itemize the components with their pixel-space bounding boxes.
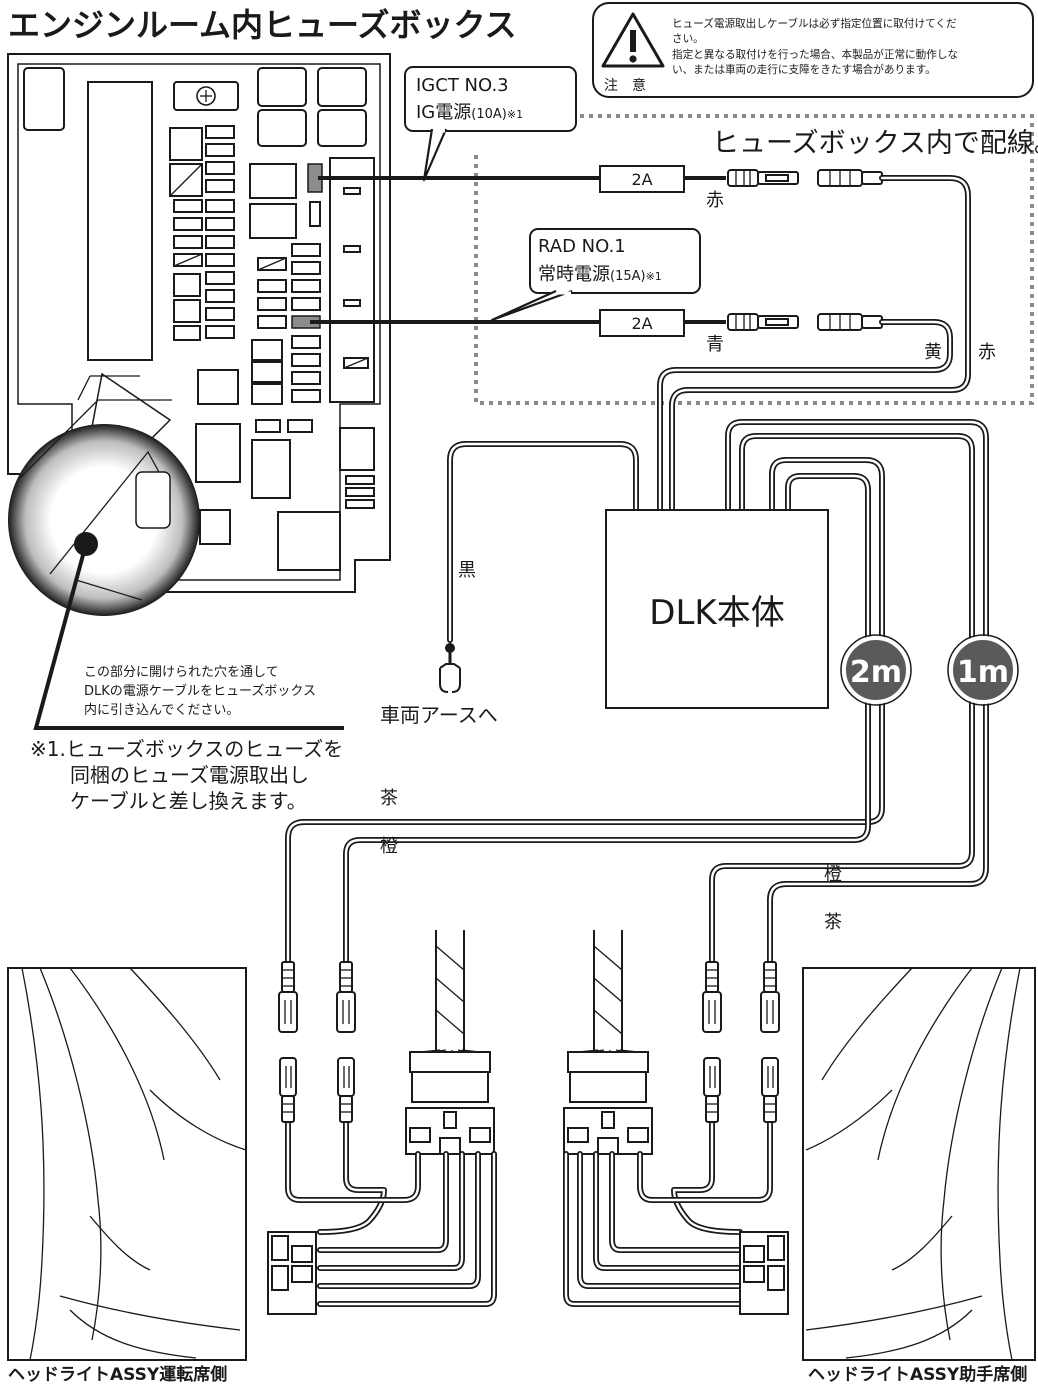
- bullet-connector-ig-male-icon: [727, 169, 799, 187]
- footnote: ※1.ヒューズボックスのヒューズを 同梱のヒューズ電源取出し ケーブルと差し換え…: [30, 737, 343, 813]
- terminal-vehicle-1-icon: [279, 1057, 297, 1123]
- fuse-slots-middle: [257, 243, 321, 403]
- bullet-connector-constant-male-icon: [727, 313, 799, 331]
- caution-box: 注 意 ヒューズ電源取出しケーブルは必ず指定位置に取付けてくだ さい。 指定と異…: [592, 2, 1034, 98]
- headlight-passenger-label: ヘッドライトASSY助手席側: [808, 1364, 1027, 1385]
- hole-note-line-1: この部分に開けられた穴を通して: [84, 665, 279, 680]
- hole-note: この部分に開けられた穴を通して DLKの電源ケーブルをヒューズボックス 内に引き…: [84, 665, 316, 718]
- terminal-vehicle-2-icon: [337, 1057, 355, 1123]
- fuse-callout-rad: RAD NO.1 常時電源(15A)※1: [490, 228, 701, 322]
- warning-triangle-icon: [601, 12, 665, 68]
- inline-fuse-ig: [599, 165, 685, 193]
- terminal-vehicle-3-icon: [703, 1057, 721, 1123]
- igct-note-mark: ※1: [507, 108, 523, 121]
- dlk-unit: DLK本体: [605, 509, 829, 709]
- fuse-slots-left: [173, 125, 235, 341]
- hole-note-line-3: 内に引き込んでください。: [84, 702, 239, 718]
- rad-fuse-name: RAD NO.1: [538, 236, 626, 257]
- in-box-wiring-label: ヒューズボックス内で配線。: [712, 128, 1038, 159]
- inline-fuse-constant-rating: 2A: [631, 314, 652, 333]
- ground-terminal-icon: [439, 643, 461, 693]
- terminal-orange-right-icon: [702, 961, 722, 1033]
- vehicle-harness-right: [563, 930, 653, 1155]
- rad-fuse-type: 常時電源: [538, 264, 610, 285]
- bullet-connector-ig-female-icon: [817, 169, 883, 187]
- hole-magnifier: [8, 399, 344, 730]
- terminal-brown-right-icon: [760, 961, 780, 1033]
- vehicle-harness-left: [405, 930, 495, 1155]
- igct-fuse-detail: IG電源(10A)※1: [416, 102, 523, 123]
- harness-wires-left: [285, 1117, 497, 1307]
- headlight-connector-left: [267, 1231, 317, 1315]
- fuse-box-wiring-region: [474, 114, 1034, 405]
- terminal-brown-left-icon: [278, 961, 298, 1033]
- caution-label: 注 意: [604, 77, 646, 94]
- wire-label-brown-left: 茶: [380, 788, 398, 809]
- wire-label-yellow: 黄: [924, 342, 942, 363]
- footnote-line-1: ※1.ヒューズボックスのヒューズを: [30, 737, 343, 761]
- wire-label-red-top: 赤: [706, 190, 724, 211]
- caution-line-3: 指定と異なる取付けを行った場合、本製品が正常に動作しな: [672, 48, 958, 61]
- dlk-unit-label: DLK本体: [649, 593, 784, 633]
- footnote-line-2: 同梱のヒューズ電源取出し: [70, 763, 309, 787]
- terminals-dlk-side: [278, 961, 780, 1033]
- ground-wire: 黒 車両アースへ: [380, 441, 639, 727]
- headlight-driver-label: ヘッドライトASSY運転席側: [8, 1364, 227, 1385]
- dlk-power-cables: 黄 赤: [657, 175, 996, 515]
- headlight-driver-side: [7, 967, 247, 1361]
- cable-length-2m: 2m: [850, 655, 902, 690]
- cable-length-1m: 1m: [957, 655, 1009, 690]
- caution-line-2: さい。: [672, 33, 704, 45]
- fuse-callout-igct: IGCT NO.3 IG電源(10A)※1: [404, 66, 577, 182]
- headlight-passenger-side: [802, 967, 1036, 1361]
- harness-wires-right: [563, 1117, 773, 1307]
- rad-fuse-detail: 常時電源(15A)※1: [538, 264, 662, 285]
- cable-length-badge-1m: 1m: [947, 634, 1019, 706]
- wire-label-orange-left: 橙: [380, 836, 398, 857]
- page-title: エンジンルーム内ヒューズボックス: [8, 6, 516, 44]
- rad-fuse-amp: (15A): [610, 269, 646, 284]
- wire-label-black: 黒: [458, 560, 476, 581]
- igct-fuse-type: IG電源: [416, 102, 471, 123]
- ig-power-wire: 2A 赤: [318, 165, 883, 211]
- inline-fuse-constant: [599, 309, 685, 337]
- wire-label-red-right: 赤: [978, 342, 996, 363]
- igct-fuse-name: IGCT NO.3: [416, 75, 509, 96]
- plus-terminal-icon: [196, 86, 216, 106]
- terminal-vehicle-4-icon: [761, 1057, 779, 1123]
- terminal-orange-left-icon: [336, 961, 356, 1033]
- igct-fuse-amp: (10A): [471, 107, 507, 122]
- hole-note-line-2: DLKの電源ケーブルをヒューズボックス: [84, 683, 316, 699]
- inline-fuse-ig-rating: 2A: [631, 170, 652, 189]
- caution-line-1: ヒューズ電源取出しケーブルは必ず指定位置に取付けてくだ: [672, 17, 957, 30]
- footnote-line-3: ケーブルと差し換えます。: [70, 789, 307, 813]
- wire-label-brown-right: 茶: [824, 912, 842, 933]
- constant-power-wire: 2A 青: [310, 309, 883, 355]
- headlight-connector-right: [739, 1231, 789, 1315]
- wire-label-orange-right: 橙: [824, 864, 842, 885]
- ground-label: 車両アースへ: [380, 703, 498, 727]
- bullet-connector-constant-female-icon: [817, 313, 883, 331]
- terminals-vehicle-side: [279, 1057, 779, 1123]
- wire-label-blue: 青: [706, 334, 724, 355]
- caution-line-4: い、または車両の走行に支障をきたす場合があります。: [672, 63, 936, 76]
- rad-note-mark: ※1: [646, 270, 662, 283]
- cable-length-badge-2m: 2m: [840, 634, 912, 706]
